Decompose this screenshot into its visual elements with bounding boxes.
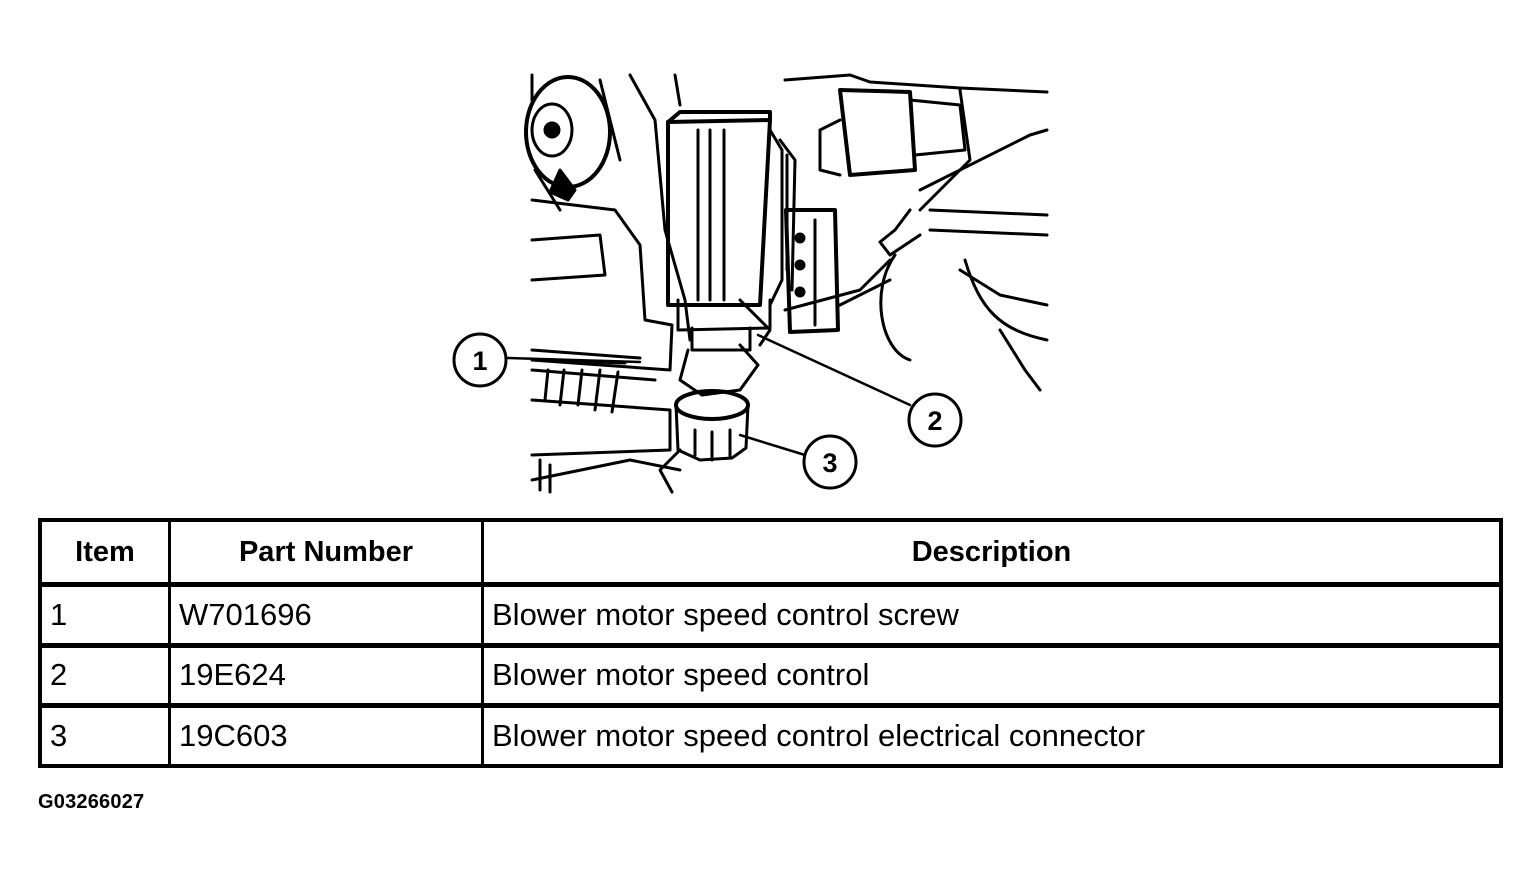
callout-1: 1 <box>452 332 508 388</box>
cell-part-number: 19E624 <box>168 644 484 709</box>
callout-3: 3 <box>802 434 858 490</box>
cell-description: Blower motor speed control screw <box>481 583 1503 648</box>
cell-description: Blower motor speed control <box>481 644 1503 709</box>
header-part-number: Part Number <box>168 519 484 587</box>
table-row: 2 19E624 Blower motor speed control <box>38 644 1503 709</box>
leader-lines <box>506 333 912 457</box>
svg-text:3: 3 <box>822 448 837 478</box>
cell-item: 2 <box>38 644 171 709</box>
left-housing <box>530 73 692 494</box>
cell-part-number: W701696 <box>168 583 484 648</box>
electrical-connector <box>658 343 760 494</box>
header-item: Item <box>38 519 171 587</box>
figure-code: G03266027 <box>38 791 145 813</box>
table-row: 3 19C603 Blower motor speed control elec… <box>38 704 1503 766</box>
cell-item: 3 <box>38 704 171 766</box>
header-description: Description <box>481 519 1503 587</box>
right-housing <box>783 73 1049 392</box>
cell-item: 1 <box>38 583 171 648</box>
callout-2: 2 <box>907 392 963 448</box>
svg-text:2: 2 <box>927 406 942 436</box>
cell-description: Blower motor speed control electrical co… <box>481 704 1503 766</box>
svg-text:1: 1 <box>472 346 487 376</box>
speed-control-module <box>666 110 840 352</box>
table-row: 1 W701696 Blower motor speed control scr… <box>38 583 1503 648</box>
blower-motor-illustration: 1 2 3 <box>452 73 1049 494</box>
cell-part-number: 19C603 <box>168 704 484 766</box>
parts-table: Item Part Number Description 1 W701696 B… <box>38 518 1503 768</box>
table-header-row: Item Part Number Description <box>38 519 1503 587</box>
